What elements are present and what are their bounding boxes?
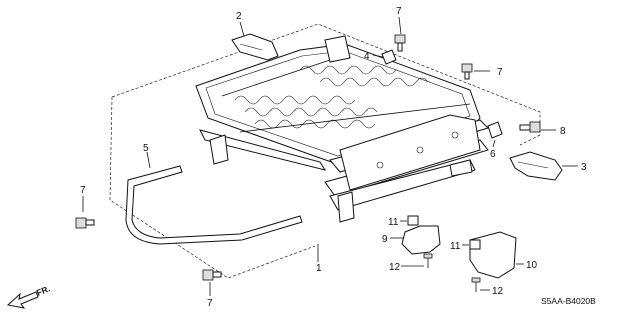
clip-11-left — [400, 215, 419, 226]
bolt-7-left — [75, 196, 95, 229]
part-6-clip — [487, 121, 503, 148]
seat-frame-assembly — [195, 35, 489, 223]
callout-1: 1 — [316, 263, 322, 274]
callout-11-right: 11 — [450, 241, 461, 252]
assembly-boundary — [109, 23, 541, 279]
bolt-7-top — [394, 16, 406, 52]
part-5-rod — [125, 151, 303, 245]
front-direction-arrow: FR. — [6, 283, 51, 309]
callout-12-right: 12 — [492, 286, 504, 297]
callout-6: 6 — [490, 149, 496, 160]
part-10-bracket — [469, 231, 524, 279]
part-9-bracket — [390, 225, 441, 255]
part-3-cover — [509, 151, 578, 181]
callout-2: 2 — [236, 11, 242, 22]
callout-8: 8 — [560, 126, 566, 137]
clip-11-right — [462, 239, 481, 250]
diagram-code: S5AA-B4020B — [541, 296, 596, 306]
bolt-7-right — [461, 63, 490, 80]
callout-7-top: 7 — [396, 6, 402, 17]
callout-5: 5 — [143, 143, 149, 154]
screw-12-right — [471, 277, 490, 292]
callout-12-left: 12 — [389, 262, 401, 273]
callout-9: 9 — [382, 234, 388, 245]
bolt-8 — [519, 121, 556, 133]
callout-11-left: 11 — [388, 217, 399, 228]
part-2-cover — [231, 21, 279, 61]
bolt-7-bottom — [202, 269, 222, 296]
front-direction-label: FR. — [35, 283, 51, 297]
callout-3: 3 — [581, 162, 587, 173]
part-4-clip — [372, 49, 397, 65]
callout-7-bottom: 7 — [207, 298, 213, 309]
callout-7-right: 7 — [497, 67, 503, 78]
callout-10: 10 — [526, 260, 538, 271]
screw-12-left — [401, 253, 433, 268]
callout-7-left: 7 — [80, 185, 86, 196]
callout-4: 4 — [364, 51, 370, 62]
